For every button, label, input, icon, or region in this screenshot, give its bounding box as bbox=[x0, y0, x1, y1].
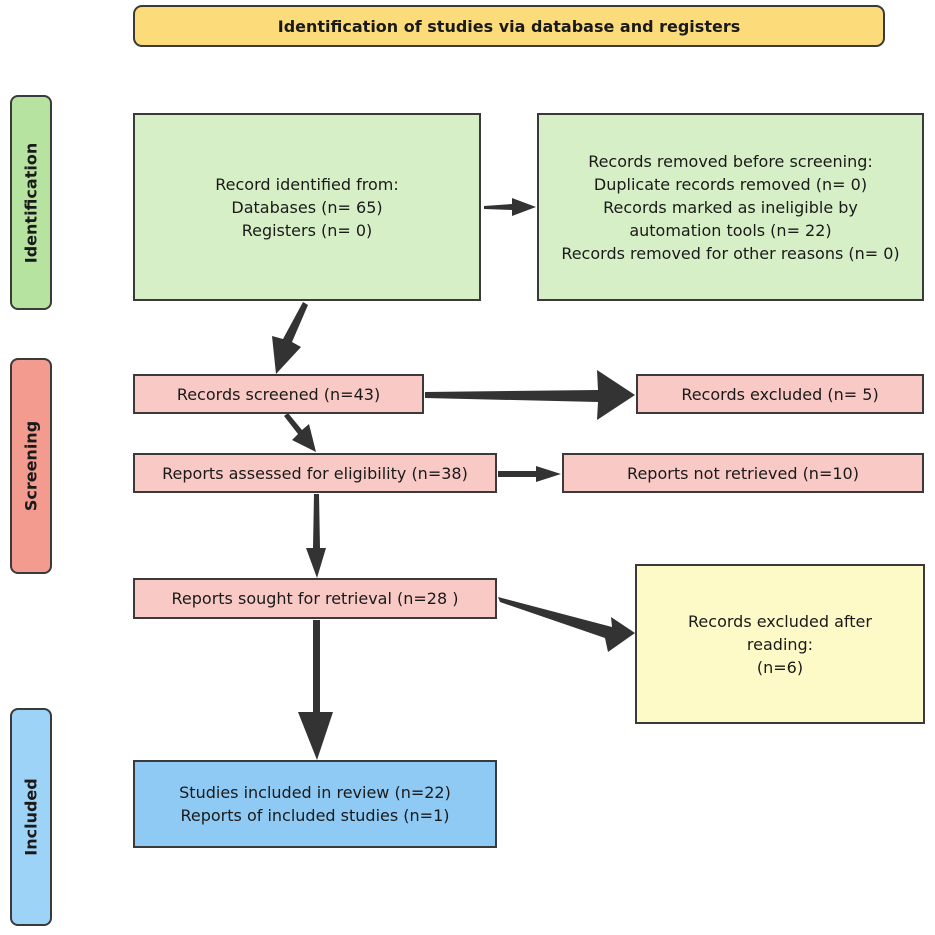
excluded-reading-line-1: Records excluded after bbox=[688, 611, 872, 631]
screened-line-1: Records screened (n=43) bbox=[176, 384, 381, 404]
excluded-box: Records excluded (n= 5) bbox=[636, 374, 924, 414]
removed-line-5: Records removed for other reasons (n= 0) bbox=[561, 243, 900, 263]
stage-included: Included bbox=[10, 708, 52, 926]
not-retrieved-line-1: Reports not retrieved (n=10) bbox=[627, 463, 859, 483]
arrow-identified-to-removed bbox=[484, 198, 536, 216]
included-line-1: Studies included in review (n=22) bbox=[179, 783, 451, 802]
arrow-screened-to-assessed bbox=[284, 413, 316, 452]
removed-line-1: Records removed before screening: bbox=[588, 151, 873, 171]
screened-box: Records screened (n=43) bbox=[133, 374, 424, 414]
stage-identification: Identification bbox=[10, 95, 52, 310]
diagram-title: Identification of studies via database a… bbox=[133, 5, 885, 47]
excluded-reading-box: Records excluded after reading: (n=6) bbox=[635, 564, 925, 724]
assessed-line-1: Reports assessed for eligibility (n=38) bbox=[162, 463, 468, 483]
stage-screening: Screening bbox=[10, 358, 52, 574]
identified-line-1: Record identified from: bbox=[215, 174, 399, 194]
identified-line-2: Databases (n= 65) bbox=[231, 197, 383, 217]
arrow-sought-to-excluded-reading bbox=[498, 597, 635, 652]
arrow-assessed-to-not-retrieved bbox=[498, 466, 561, 482]
identified-line-3: Registers (n= 0) bbox=[241, 220, 373, 240]
sought-line-1: Reports sought for retrieval (n=28 ) bbox=[171, 589, 459, 608]
excluded-line-1: Records excluded (n= 5) bbox=[681, 384, 879, 404]
arrow-screened-to-excluded bbox=[425, 370, 635, 420]
excluded-reading-line-3: (n=6) bbox=[756, 657, 804, 677]
removed-line-4: automation tools (n= 22) bbox=[629, 220, 832, 240]
assessed-box: Reports assessed for eligibility (n=38) bbox=[133, 453, 497, 493]
sought-box: Reports sought for retrieval (n=28 ) bbox=[133, 578, 497, 619]
included-box: Studies included in review (n=22) Report… bbox=[133, 760, 497, 848]
arrow-identified-to-screened bbox=[272, 302, 308, 374]
identified-box: Record identified from: Databases (n= 65… bbox=[133, 113, 481, 301]
arrow-sought-to-included bbox=[298, 620, 333, 760]
excluded-reading-line-2: reading: bbox=[746, 634, 814, 654]
not-retrieved-box: Reports not retrieved (n=10) bbox=[562, 453, 924, 493]
included-line-2: Reports of included studies (n=1) bbox=[180, 806, 450, 825]
removed-box: Records removed before screening: Duplic… bbox=[537, 113, 924, 301]
removed-line-2: Duplicate records removed (n= 0) bbox=[593, 174, 868, 194]
arrow-assessed-to-sought bbox=[306, 494, 326, 578]
removed-line-3: Records marked as ineligible by bbox=[603, 197, 858, 217]
